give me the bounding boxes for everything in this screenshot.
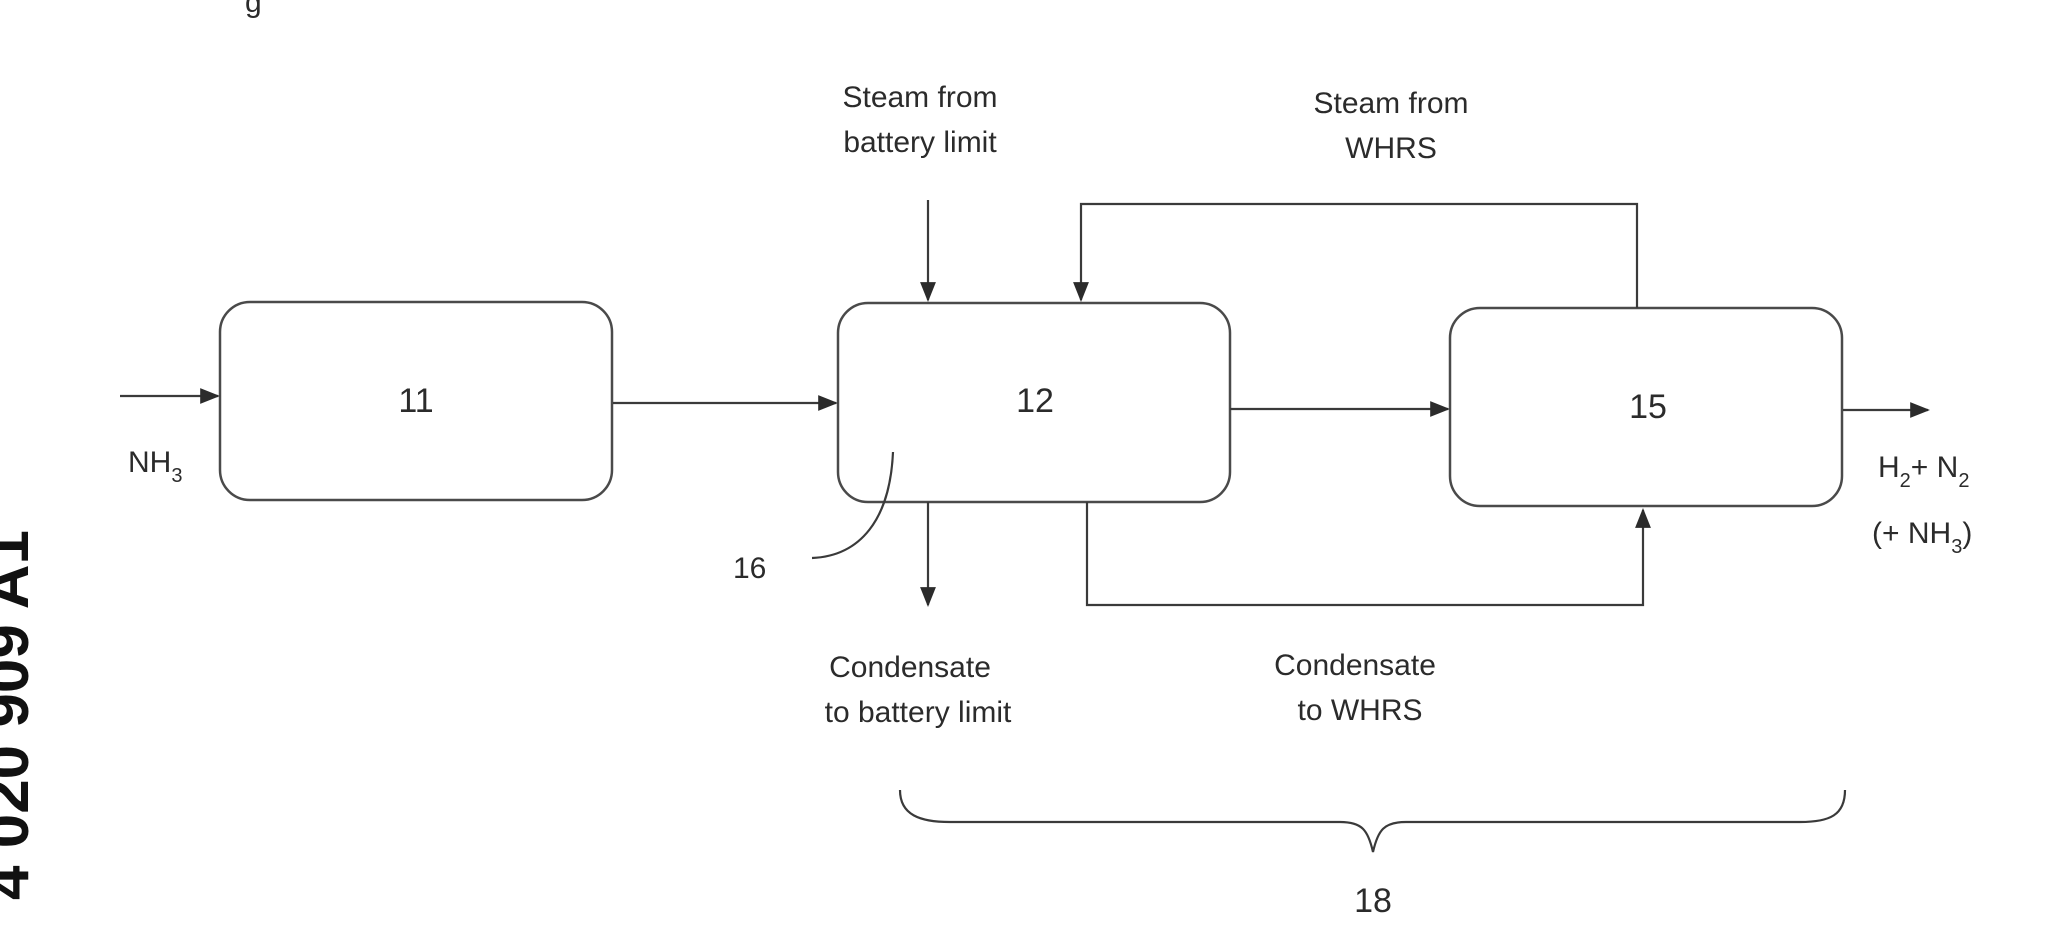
block-11-label: 11: [398, 382, 433, 420]
condensate-whrs-label-2: to WHRS: [1297, 694, 1422, 727]
steam-battery-label-2: battery limit: [843, 126, 997, 159]
reference-18: 18: [1354, 882, 1392, 920]
steam-whrs-label-1: Steam from: [1313, 87, 1468, 120]
reference-16: 16: [733, 552, 766, 585]
header-fragment: g: [245, 0, 262, 19]
condensate-battery-label-2: to battery limit: [825, 696, 1012, 729]
side-publication-number: 4 020 909 A1: [0, 530, 42, 900]
block-11: 11: [220, 302, 612, 500]
block-15-label: 15: [1629, 388, 1667, 426]
output-label-line1: H2+ N2: [1878, 451, 1969, 492]
steam-battery-label-1: Steam from: [842, 81, 997, 114]
output-label-line2: (+ NH3): [1872, 517, 1972, 558]
condensate-battery-label-1: Condensate: [829, 651, 991, 684]
block-12-label: 12: [1016, 382, 1054, 420]
condensate-whrs-loop: [1087, 502, 1643, 605]
brace-18: [900, 790, 1845, 852]
steam-whrs-label-2: WHRS: [1345, 132, 1437, 165]
block-15: 15: [1450, 308, 1842, 506]
block-12: 12: [838, 303, 1230, 502]
condensate-whrs-label-1: Condensate: [1274, 649, 1436, 682]
feed-label: NH3: [128, 446, 182, 487]
steam-whrs-loop: [1081, 204, 1637, 308]
